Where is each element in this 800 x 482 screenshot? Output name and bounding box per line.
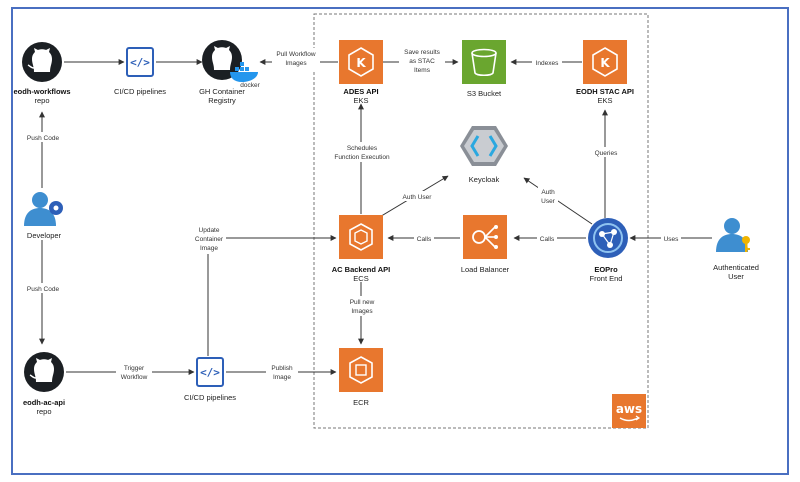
eodh-workflows-name: eodh-workflows [13,87,70,96]
eopro-icon [588,218,628,258]
label-save-results-1: Save results [404,49,441,56]
node-ades-api: K ADES API EKS [339,40,383,105]
ades-api-name: ADES API [343,87,378,96]
node-s3: S3 Bucket [462,40,506,98]
auth-user-line1: Authenticated [713,263,759,272]
node-keycloak: Keycloak [460,126,508,184]
node-ecr: ECR [339,348,383,407]
svg-text:K: K [600,56,610,70]
ecs-icon [339,215,383,259]
label-push-code-top: Push Code [27,135,60,142]
label-publish-2: Image [273,374,291,381]
label-auth-user-left: Auth User [403,194,433,201]
label-save-results-3: Items [414,67,431,74]
label-update-container-3: Image [200,245,218,252]
label-schedules-2: Function Execution [334,154,390,161]
keycloak-icon [460,126,508,166]
label-trigger-2: Workflow [121,374,148,381]
edge-labels: Pull Workflow Images Save results as STA… [26,46,681,382]
code-icon: </> [126,47,154,77]
node-cicd-top: </> CI/CD pipelines [114,47,166,96]
load-balancer-icon [463,215,507,259]
cicd-top-label: CI/CD pipelines [114,87,166,96]
node-developer: Developer [24,192,63,240]
label-calls-eopro: Calls [540,236,555,243]
gh-registry-line2: Registry [208,96,236,105]
s3-label: S3 Bucket [467,89,502,98]
node-authenticated-user: Authenticated User [713,218,759,281]
svg-text:</>: </> [200,366,220,379]
svg-text:K: K [356,56,366,70]
eodh-ac-api-name: eodh-ac-api [23,398,65,407]
ades-api-sub: EKS [353,96,368,105]
aws-logo-icon: aws [612,394,646,428]
user-key-icon [716,218,750,252]
s3-bucket-icon [462,40,506,84]
ecr-icon [339,348,383,392]
label-pull-new-1: Pull new [350,299,375,306]
node-gh-registry: docker GH Container Registry [199,40,261,105]
developer-label: Developer [27,231,62,240]
eodh-ac-api-sub: repo [36,407,51,416]
ecr-label: ECR [353,398,369,407]
docker-text: docker [240,82,260,89]
eks-icon: K [339,40,383,84]
label-pull-workflow-1: Pull Workflow [276,51,316,58]
node-eodh-workflows: eodh-workflows repo [13,42,71,105]
label-trigger-1: Trigger [124,365,145,372]
eopro-name: EOPro [594,265,618,274]
eodh-workflows-sub: repo [34,96,49,105]
aws-logo-text: aws [616,402,642,416]
stac-api-name: EODH STAC API [576,87,634,96]
eopro-sub: Front End [590,274,623,283]
label-pull-workflow-2: Images [285,60,307,67]
label-publish-1: Publish [271,365,293,372]
label-uses: Uses [664,236,680,243]
aws-boundary [313,13,649,429]
label-auth-user-right-1: Auth [541,189,555,196]
github-icon [24,352,64,392]
label-push-code-bottom: Push Code [27,286,60,293]
stac-api-sub: EKS [597,96,612,105]
node-stac-api: K EODH STAC API EKS [576,40,634,105]
node-ac-backend: AC Backend API ECS [332,215,391,283]
keycloak-label: Keycloak [469,175,500,184]
edge-cicd-to-backend [207,235,337,356]
node-load-balancer: Load Balancer [461,215,510,274]
developer-icon [24,192,63,226]
node-eopro: EOPro Front End [588,218,628,283]
gh-registry-line1: GH Container [199,87,245,96]
label-queries: Queries [595,150,619,157]
label-save-results-2: as STAC [409,58,435,65]
svg-text:</>: </> [130,56,150,69]
label-indexes: Indexes [536,60,560,67]
label-update-container-1: Update [199,227,220,234]
label-update-container-2: Container [195,236,224,243]
code-icon: </> [196,357,224,387]
ac-backend-name: AC Backend API [332,265,391,274]
label-schedules-1: Schedules [347,145,378,152]
label-auth-user-right-2: User [541,198,556,205]
docker-icon: docker [230,62,261,89]
node-eodh-ac-api: eodh-ac-api repo [23,352,65,416]
load-balancer-label: Load Balancer [461,265,510,274]
ac-backend-sub: ECS [353,274,368,283]
label-calls-lb: Calls [417,236,432,243]
auth-user-line2: User [728,272,744,281]
eks-icon: K [583,40,627,84]
github-icon [22,42,62,82]
label-pull-new-2: Images [351,308,373,315]
github-icon [202,40,242,80]
node-cicd-bottom: </> CI/CD pipelines [184,357,236,402]
cicd-bottom-label: CI/CD pipelines [184,393,236,402]
outer-frame [11,7,789,475]
